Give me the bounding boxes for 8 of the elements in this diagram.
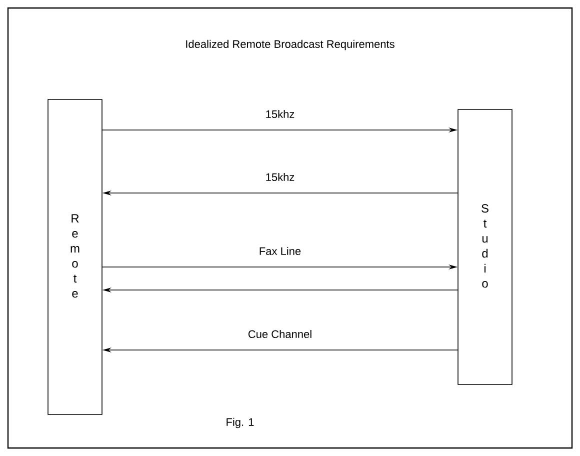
process-box: Remote xyxy=(48,99,102,415)
process-box: Studio xyxy=(458,109,512,385)
edge-label: Cue Channel xyxy=(246,328,314,340)
edge-label: 15khz xyxy=(264,108,296,120)
title: Idealized Remote Broadcast Requirements xyxy=(186,40,394,50)
edge-label: Fax Line xyxy=(258,246,302,256)
caption: Fig. 1 xyxy=(226,418,254,428)
edge-label: 15khz xyxy=(264,172,296,182)
